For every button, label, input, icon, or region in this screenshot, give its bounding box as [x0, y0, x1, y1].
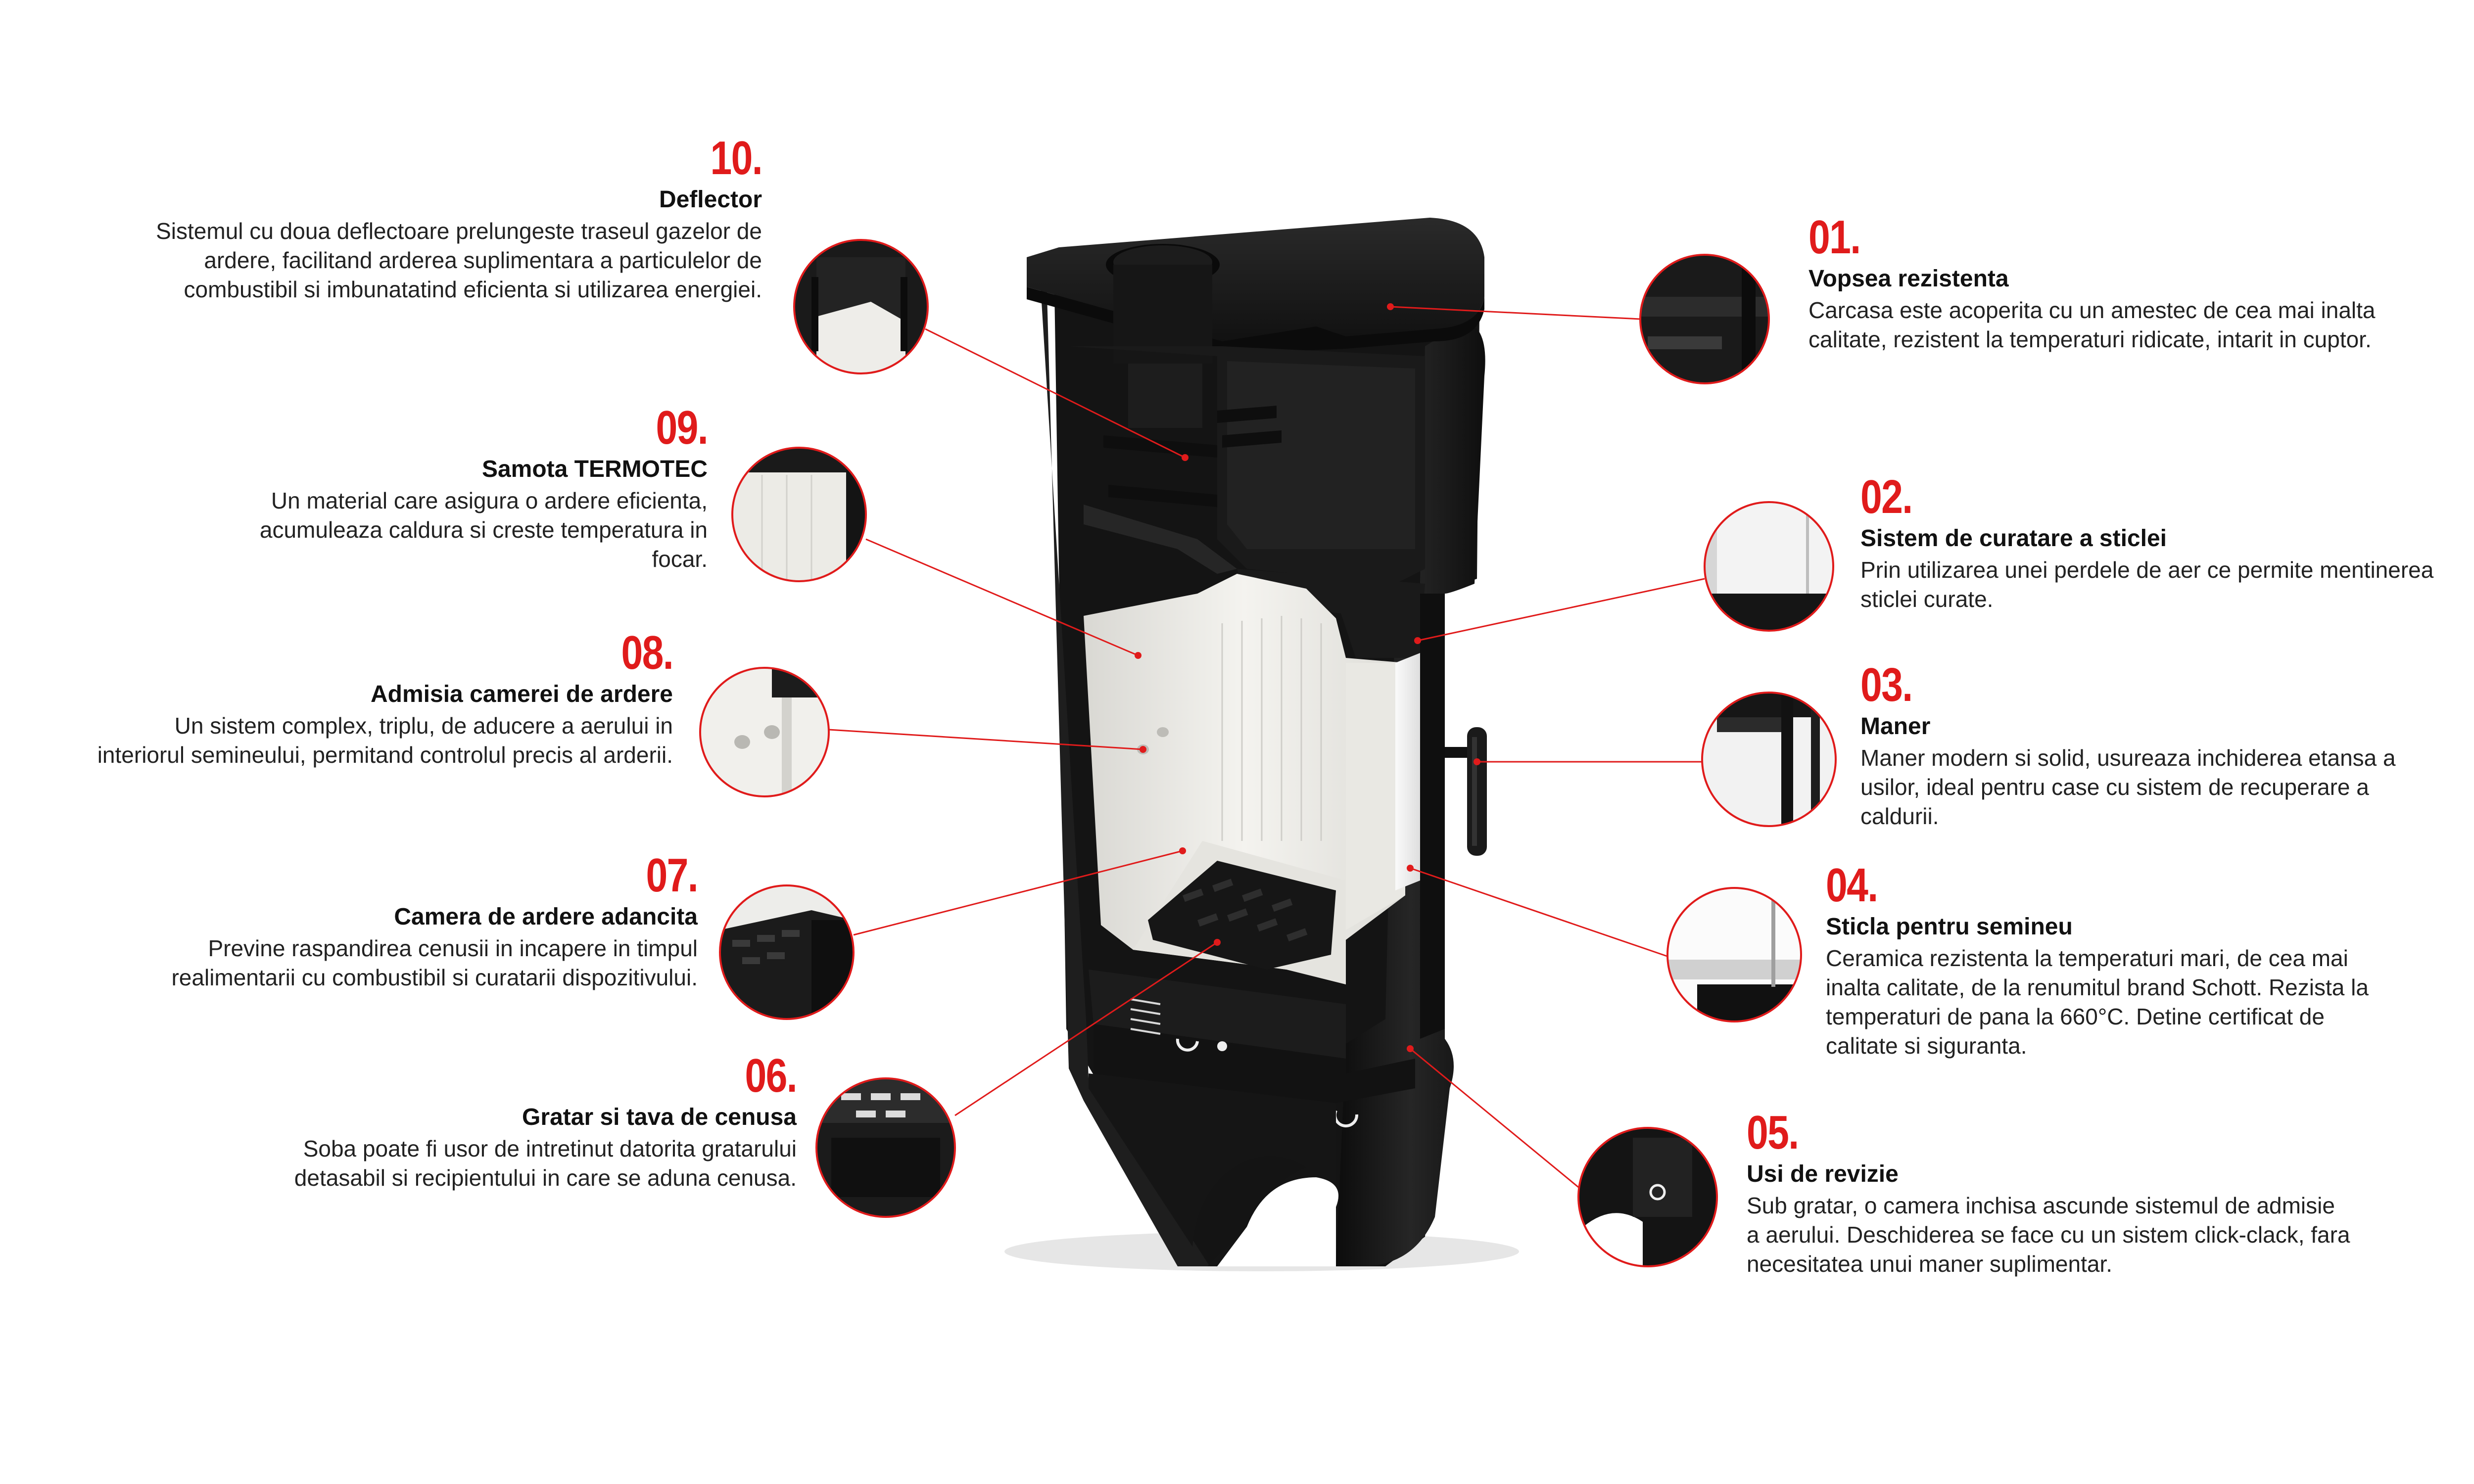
detail-circle-05 — [1577, 1127, 1718, 1267]
callout-description: Prin utilizarea unei perdele de aer ce p… — [1860, 557, 2434, 612]
glass-frame — [1420, 594, 1445, 1039]
callout-07: 07. Camera de ardere adancita Previne ra… — [124, 849, 698, 992]
detail-circle-09 — [731, 447, 867, 582]
callout-title: Sticla pentru semineu — [1826, 913, 2073, 940]
detail-circle-03 — [1701, 692, 1837, 827]
door-handle — [1445, 727, 1487, 856]
callout-title: Gratar si tava de cenusa — [522, 1104, 797, 1130]
callout-title: Maner — [1860, 713, 1931, 740]
callout-04: 04. Sticla pentru semineu Ceramica rezis… — [1826, 859, 2400, 1061]
grate — [1148, 861, 1336, 970]
stove-left-panel — [1027, 262, 1210, 1266]
callout-number: 05. — [1747, 1106, 1799, 1159]
callout-10: 10. Deflector Sistemul cu doua deflectoa… — [148, 132, 763, 304]
callout-title: Deflector — [659, 186, 762, 213]
callout-08: 08. Admisia camerei de ardere Un sistem … — [89, 626, 674, 770]
callout-01: 01. Vopsea rezistenta Carcasa este acope… — [1808, 211, 2412, 354]
connector-10 — [925, 328, 1186, 459]
callout-09: 09. Samota TERMOTEC Un material care asi… — [208, 401, 709, 574]
detail-circle-02 — [1704, 501, 1834, 632]
callout-description: Previne raspandirea cenusii in incapere … — [171, 935, 698, 991]
callout-description: Soba poate fi usor de intretinut datorit… — [294, 1136, 797, 1191]
connector-09 — [865, 538, 1139, 656]
detail-circle-07 — [719, 884, 855, 1020]
ash-compartment — [1089, 970, 1346, 1059]
callout-title: Vopsea rezistenta — [1808, 265, 2009, 292]
callout-02: 02. Sistem de curatare a sticlei Prin ut… — [1860, 472, 2444, 614]
lower-chamber — [1094, 1024, 1415, 1103]
callout-description: Sistemul cu doua deflectoare prelungeste… — [156, 218, 762, 302]
upper-compartment-inner — [1227, 361, 1415, 549]
callout-title: Camera de ardere adancita — [394, 903, 698, 930]
connector-01 — [1390, 306, 1641, 320]
callout-description: Maner modern si solid, usureaza inchider… — [1860, 745, 2396, 829]
door-glass — [1395, 653, 1420, 890]
callout-description: Carcasa este acoperita cu un amestec de … — [1808, 297, 2376, 353]
base-arc-cutout — [1217, 1177, 1338, 1266]
callout-number: 01. — [1808, 211, 1861, 264]
callout-number: 03. — [1860, 658, 1913, 711]
callout-number: 09. — [656, 401, 708, 454]
callout-description: Sub gratar, o camera inchisa ascunde sis… — [1747, 1193, 2350, 1277]
callout-title: Sistem de curatare a sticlei — [1860, 525, 2167, 552]
connector-05 — [1410, 1048, 1579, 1188]
callout-number: 02. — [1860, 470, 1913, 523]
callout-description: Un material care asigura o ardere eficie… — [259, 488, 708, 572]
callout-number: 10. — [710, 132, 762, 185]
callout-05: 05. Usi de revizie Sub gratar, o camera … — [1747, 1108, 2350, 1279]
callout-title: Usi de revizie — [1747, 1160, 1899, 1187]
stove-cutaway — [1004, 218, 1519, 1271]
base-air-holes — [1176, 1038, 1359, 1128]
detail-circle-04 — [1666, 887, 1802, 1022]
firebox-panel-lines — [1221, 616, 1322, 841]
connector-02 — [1417, 578, 1705, 642]
deflector-plates — [1084, 406, 1282, 574]
connector-08 — [828, 729, 1143, 750]
connector-07 — [853, 850, 1183, 936]
callout-description: Ceramica rezistenta la temperaturi mari,… — [1826, 945, 2369, 1059]
detail-circle-08 — [699, 667, 830, 797]
connector-06 — [954, 941, 1218, 1116]
detail-circle-06 — [815, 1077, 956, 1218]
detail-circle-10 — [793, 239, 929, 374]
connector-lines — [828, 306, 1705, 1188]
top-plate-edge — [1027, 287, 1484, 354]
connector-04 — [1410, 867, 1670, 958]
detail-circle-01 — [1639, 254, 1770, 384]
callout-03: 03. Maner Maner modern si solid, usureaz… — [1860, 660, 2444, 831]
callout-title: Samota TERMOTEC — [481, 456, 708, 482]
firebox-right-wall — [1346, 663, 1405, 930]
connector-dots — [1135, 303, 1480, 1052]
callout-description: Un sistem complex, triplu, de aducere a … — [97, 713, 673, 768]
callout-06: 06. Gratar si tava de cenusa Soba poate … — [238, 1049, 798, 1193]
callout-number: 04. — [1826, 859, 1878, 912]
callout-title: Admisia camerei de ardere — [371, 681, 673, 707]
callout-number: 08. — [621, 626, 673, 679]
ash-vent-lines — [1130, 998, 1161, 1035]
callout-number: 07. — [646, 849, 698, 902]
callout-number: 06. — [745, 1049, 797, 1102]
